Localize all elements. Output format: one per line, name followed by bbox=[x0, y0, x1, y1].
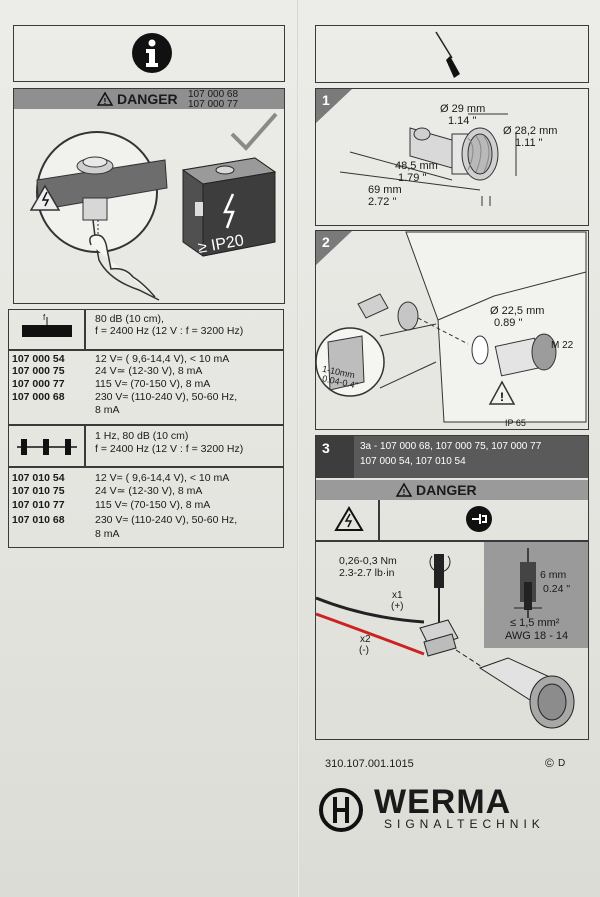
electric-shock-icon bbox=[334, 506, 364, 531]
spec-1-code-3: 107 000 77 bbox=[12, 378, 65, 390]
step-1-box bbox=[315, 88, 589, 226]
step-3-number-bg bbox=[316, 436, 354, 478]
torque-inch-label: 2.3-2.7 lb·in bbox=[339, 567, 395, 579]
step-3-header-bar bbox=[316, 436, 588, 478]
step-3-danger-bar bbox=[316, 480, 588, 500]
disconnect-power-icon bbox=[466, 506, 492, 532]
x2-sign: (-) bbox=[359, 645, 369, 656]
svg-text:!: ! bbox=[403, 488, 406, 497]
length-48-label: 48,5 mm bbox=[395, 160, 438, 172]
brand-subtitle: SIGNALTECHNIK bbox=[384, 817, 545, 831]
step-2-number: 2 bbox=[322, 234, 330, 250]
spec-2-desc-4: 230 V≈ (110-240 V), 50-60 Hz, bbox=[95, 514, 238, 526]
spec-1-desc-4: 230 V≈ (110-240 V), 50-60 Hz, bbox=[95, 391, 238, 403]
continuous-tone-icon bbox=[22, 317, 72, 337]
tone-f-label: f bbox=[43, 313, 46, 322]
warning-triangle-icon: ! bbox=[96, 91, 114, 106]
spec-2-desc-1: 12 V= ( 9,6-14,4 V), < 10 mA bbox=[95, 472, 230, 484]
ip20-enclosure-illustration bbox=[181, 157, 277, 257]
x1-label: x1 bbox=[392, 590, 403, 601]
svg-text:!: ! bbox=[500, 390, 504, 404]
diameter-29-inch: 1.14 " bbox=[448, 115, 477, 127]
svg-text:!: ! bbox=[104, 97, 107, 106]
danger-image-box bbox=[13, 88, 285, 304]
spec-2-line-2: f = 2400 Hz (12 V : f = 3200 Hz) bbox=[95, 443, 244, 455]
spec-1-line-2: f = 2400 Hz (12 V : f = 3200 Hz) bbox=[95, 325, 244, 337]
x1-sign: (+) bbox=[391, 601, 404, 612]
werma-logo-mark bbox=[319, 788, 363, 832]
step-3-header-line-2: 107 000 54, 107 010 54 bbox=[360, 456, 466, 467]
spec-2-code-4: 107 010 68 bbox=[12, 514, 65, 526]
ip65-label: IP 65 bbox=[505, 418, 526, 428]
screwdriver-icon bbox=[435, 31, 460, 78]
check-mark-icon bbox=[230, 112, 278, 151]
diameter-28-inch: 1.11 " bbox=[515, 137, 543, 149]
pulsing-tone-icon bbox=[17, 439, 77, 455]
spec-2-line-1: 1 Hz, 80 dB (10 cm) bbox=[95, 430, 189, 442]
spec-2-header-sep bbox=[8, 466, 284, 468]
spec-1-desc-1: 12 V= ( 9,6-14,4 V), < 10 mA bbox=[95, 353, 230, 365]
danger-label: DANGER bbox=[117, 91, 178, 107]
country-code: D bbox=[558, 758, 566, 769]
step-3-icon-row-sep bbox=[316, 540, 588, 542]
strip-length-inch: 0.24 " bbox=[543, 583, 571, 595]
info-header-box bbox=[13, 25, 285, 82]
step-3-wiring-drawing bbox=[315, 542, 588, 729]
diameter-29-label: Ø 29 mm bbox=[440, 103, 486, 115]
step-3-number: 3 bbox=[322, 440, 330, 456]
step-3-icon-row-divider bbox=[378, 500, 380, 540]
danger-bar bbox=[14, 89, 284, 109]
step-1-dimension-drawing bbox=[339, 113, 517, 206]
spec-2-code-3: 107 010 77 bbox=[12, 499, 65, 511]
brand-name: WERMA bbox=[374, 783, 512, 821]
spec-1-line-1: 80 dB (10 cm), bbox=[95, 313, 164, 325]
step-3-header-line-1: 3a - 107 000 68, 107 000 75, 107 000 77 bbox=[360, 441, 542, 452]
spec-1-code-2: 107 000 75 bbox=[12, 365, 65, 377]
wire-size-label: ≤ 1,5 mm² bbox=[510, 617, 560, 629]
length-69-label: 69 mm bbox=[368, 184, 402, 196]
step-3-box bbox=[315, 435, 589, 740]
spec-1-code-1: 107 000 54 bbox=[12, 353, 65, 365]
danger-code-2: 107 000 77 bbox=[188, 99, 239, 110]
spec-2-code-1: 107 010 54 bbox=[12, 472, 65, 484]
thread-label: M 22 bbox=[551, 340, 574, 351]
spec-1-code-4: 107 000 68 bbox=[12, 391, 65, 403]
danger-code-1: 107 000 68 bbox=[188, 89, 239, 100]
hole-diameter-inch: 0.89 " bbox=[494, 317, 523, 329]
copyright-symbol: © bbox=[545, 756, 554, 770]
step-3-danger-label: DANGER bbox=[416, 482, 477, 498]
length-69-inch: 2.72 " bbox=[368, 196, 397, 208]
step-1-badge bbox=[316, 89, 352, 123]
tool-header-box bbox=[315, 25, 589, 83]
hand-touch-illustration bbox=[29, 131, 168, 301]
hole-diameter-label: Ø 22,5 mm bbox=[490, 305, 545, 317]
info-icon bbox=[132, 33, 172, 73]
diameter-28-label: Ø 28,2 mm bbox=[503, 125, 558, 137]
spec-2-desc-4b: 8 mA bbox=[95, 528, 120, 540]
awg-label: AWG 18 - 14 bbox=[505, 630, 569, 642]
spec-1-desc-2: 24 V≃ (12-30 V), 8 mA bbox=[95, 365, 203, 377]
step-1-number: 1 bbox=[322, 92, 330, 108]
spec-2-desc-2: 24 V≃ (12-30 V), 8 mA bbox=[95, 485, 203, 497]
spec-2-desc-3: 115 V≈ (70-150 V), 8 mA bbox=[95, 499, 211, 511]
spec-1-desc-3: 115 V≈ (70-150 V), 8 mA bbox=[95, 378, 211, 390]
spec-1-icon-sep bbox=[84, 309, 86, 349]
fold-line bbox=[297, 0, 299, 897]
torque-label: 0,26-0,3 Nm bbox=[339, 555, 397, 567]
spec-block-2 bbox=[8, 425, 284, 548]
spec-block-1 bbox=[8, 309, 284, 425]
x2-label: x2 bbox=[360, 634, 371, 645]
document-number: 310.107.001.1015 bbox=[325, 758, 414, 770]
step-2-badge bbox=[316, 231, 352, 265]
spec-2-code-2: 107 010 75 bbox=[12, 485, 65, 497]
step-2-mounting-drawing: ! bbox=[315, 231, 587, 423]
spec-2-icon-sep bbox=[84, 425, 86, 466]
step-3-warning-icon: ! bbox=[395, 482, 413, 497]
spec-1-header-sep bbox=[8, 349, 284, 351]
step-2-box bbox=[315, 230, 589, 430]
spec-1-desc-4b: 8 mA bbox=[95, 404, 120, 416]
strip-length-label: 6 mm bbox=[540, 569, 567, 581]
length-48-inch: 1.79 " bbox=[398, 172, 427, 184]
